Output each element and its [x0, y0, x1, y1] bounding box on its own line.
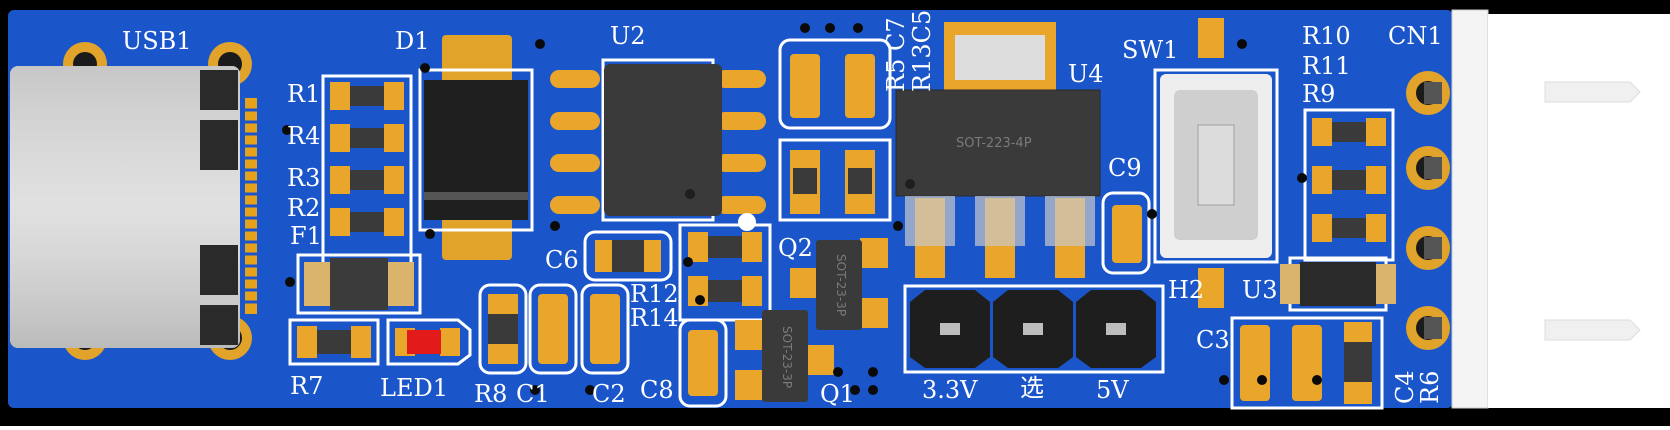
label-f1: F1 [290, 222, 322, 250]
switch-sw1 [1153, 18, 1279, 308]
label-r12: R12 [630, 280, 679, 308]
package-mark-q2: SOT-23-3P [834, 254, 848, 317]
label-r11: R11 [1302, 52, 1351, 80]
transistor-q1 [735, 310, 834, 402]
jumper-label-select: 选 [1020, 374, 1044, 402]
label-u2: U2 [610, 22, 646, 50]
led1 [386, 318, 472, 366]
parts-r8-c1-c2 [478, 283, 630, 375]
label-c3: C3 [1196, 326, 1230, 354]
label-c2: C2 [592, 380, 626, 408]
label-r9: R9 [1302, 80, 1336, 108]
label-r5-c7: R5 C7 [882, 17, 910, 92]
chip-u2 [550, 58, 766, 222]
label-u3: U3 [1242, 276, 1278, 304]
diode-d1 [418, 35, 534, 260]
jumper-label-5v: 5V [1096, 376, 1129, 404]
label-c8: C8 [640, 376, 674, 404]
package-mark-q1: SOT-23-3P [780, 326, 794, 389]
cap-c9 [1101, 191, 1151, 275]
vias [282, 23, 1322, 395]
chip-u3 [1280, 256, 1396, 312]
jumper-label-3v3: 3.3V [922, 376, 978, 404]
label-r13-c5: R13C5 [908, 9, 936, 92]
cap-c6 [583, 230, 673, 282]
resistor-column-left [296, 74, 422, 315]
package-mark-u4: SOT-223-4P [956, 136, 1032, 151]
jumper-header [903, 284, 1165, 374]
label-c4: C4 [1391, 370, 1419, 404]
fiducial [738, 213, 756, 231]
chip-u4 [895, 22, 1101, 278]
label-u4: U4 [1068, 60, 1104, 88]
label-d1: D1 [395, 27, 430, 55]
label-c9: C9 [1108, 154, 1142, 182]
label-r6: R6 [1416, 370, 1444, 404]
label-c1: C1 [516, 380, 550, 408]
label-cn1: CN1 [1388, 22, 1443, 50]
label-r8: R8 [474, 380, 508, 408]
label-r7: R7 [290, 372, 324, 400]
resistor-r7 [288, 318, 380, 366]
label-r3: R3 [287, 164, 321, 192]
label-h2: H2 [1168, 276, 1205, 304]
label-usb1: USB1 [122, 27, 192, 55]
label-r4: R4 [287, 122, 321, 150]
label-c6: C6 [545, 246, 579, 274]
label-q2: Q2 [778, 234, 813, 262]
usb-connector [10, 42, 257, 360]
label-q1: Q1 [820, 380, 855, 408]
label-led1: LED1 [380, 374, 448, 402]
connector-cn1 [1406, 9, 1670, 409]
label-r1: R1 [287, 80, 321, 108]
caps-r5-c7 [778, 38, 892, 222]
cap-c8 [678, 318, 728, 408]
label-r14: R14 [630, 304, 679, 332]
transistor-q2 [790, 238, 888, 330]
resistors-r12-r14 [678, 223, 772, 322]
label-r2: R2 [287, 194, 321, 222]
label-sw1: SW1 [1122, 36, 1179, 64]
cap-group-c3-c4-r6 [1230, 316, 1384, 410]
resistor-column-right [1303, 108, 1395, 262]
label-r10: R10 [1302, 22, 1351, 50]
